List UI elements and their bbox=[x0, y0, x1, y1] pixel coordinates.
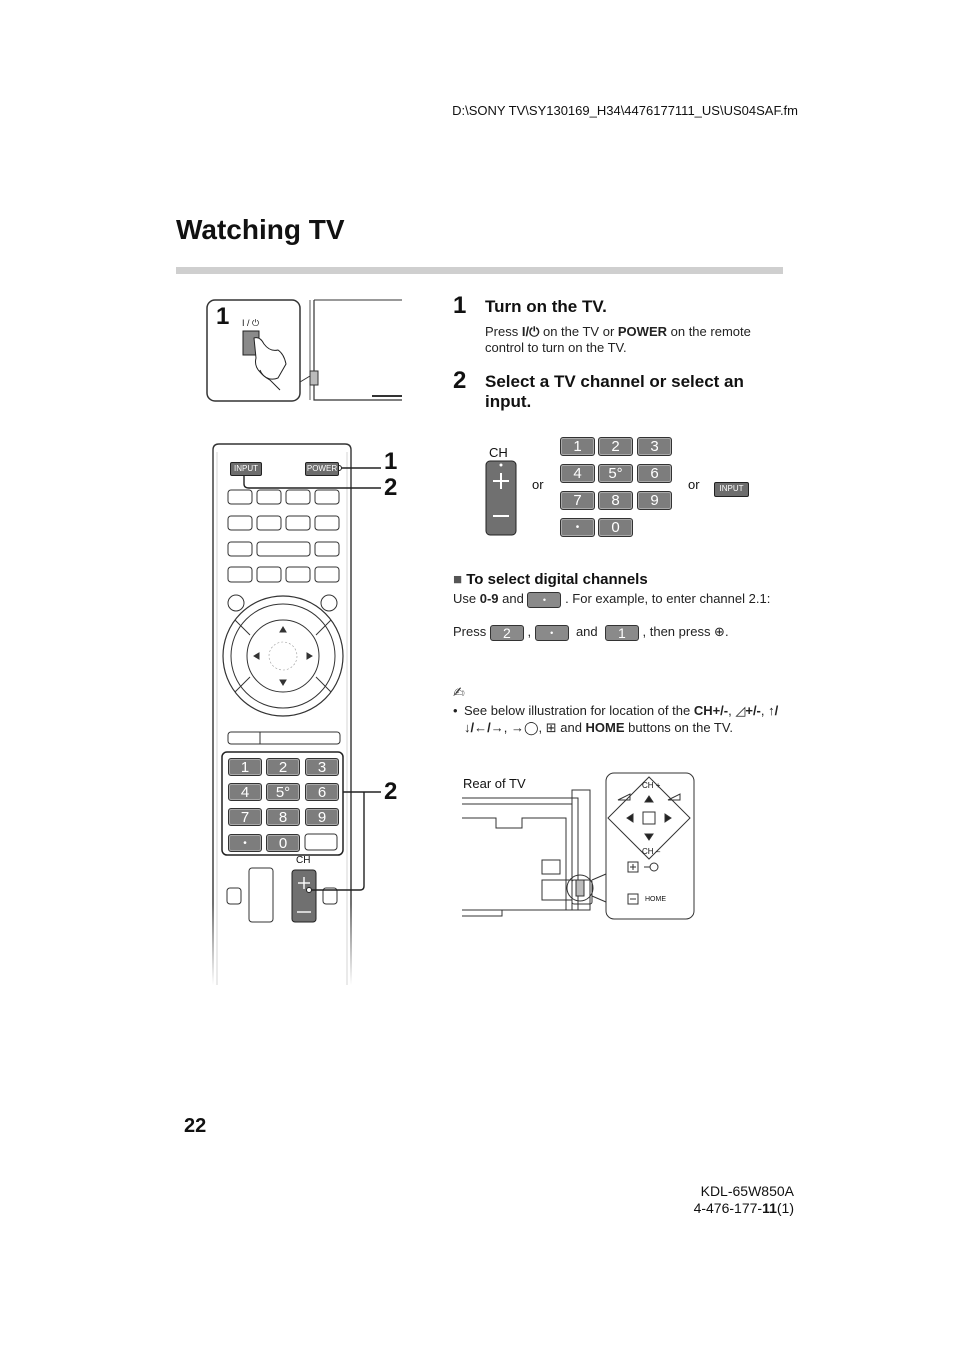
remote-input-button: INPUT bbox=[230, 462, 262, 476]
digital-comma: , bbox=[527, 624, 532, 639]
digital-range: 0-9 bbox=[479, 591, 499, 606]
remote-key-3: 3 bbox=[305, 758, 339, 776]
digital-key-1: 1 bbox=[604, 624, 639, 641]
step2-key-7: 7 bbox=[560, 491, 595, 510]
tv-callout-number: 1 bbox=[216, 303, 230, 330]
remote-power-button: POWER bbox=[305, 462, 339, 476]
digital-dot-key: • bbox=[527, 591, 562, 608]
step2-key-1: 1 bbox=[560, 437, 595, 456]
step2-key-0: 0 bbox=[598, 518, 633, 537]
or-label-2: or bbox=[688, 477, 700, 492]
step2-key-4: 4 bbox=[560, 464, 595, 483]
note-icon: ✍ bbox=[453, 684, 465, 700]
tv-power-drawing bbox=[206, 299, 402, 402]
page-title: Watching TV bbox=[176, 214, 345, 245]
step-2-number: 2 bbox=[453, 367, 467, 394]
part-number-bold: 11 bbox=[762, 1200, 777, 1216]
remote-key-0: 0 bbox=[266, 834, 300, 852]
part-number: 4-476-177-11(1) bbox=[640, 1200, 794, 1217]
step2-key-2: 2 bbox=[598, 437, 633, 456]
remote-key-1: 1 bbox=[228, 758, 262, 776]
model-number: KDL-65W850A bbox=[700, 1183, 794, 1199]
rear-home: HOME bbox=[645, 896, 666, 903]
ch-label: CH bbox=[489, 445, 508, 460]
remote-callout-2b: 2 bbox=[384, 778, 398, 805]
remote-key-7: 7 bbox=[228, 808, 262, 826]
digital-heading-marker: ■ bbox=[453, 571, 463, 588]
step-2-title: Select a TV channel or select an input. bbox=[485, 372, 744, 411]
rear-ch-minus: CH – bbox=[642, 847, 661, 856]
note-text-a: See below illustration for location of t… bbox=[464, 703, 694, 718]
step2-input-button: INPUT bbox=[714, 482, 749, 497]
note-bold-ch: CH+/- bbox=[693, 703, 729, 718]
tv-power-symbol: I / ⏻ bbox=[242, 318, 260, 328]
step2-key-9: 9 bbox=[637, 491, 672, 510]
remote-callout-2a: 2 bbox=[384, 474, 398, 501]
rear-illustration: CH + CH – HOME bbox=[462, 770, 698, 922]
digital-example: . For example, to enter channel 2.1: bbox=[565, 591, 771, 606]
digital-press: Press bbox=[453, 624, 490, 639]
note-text-e: buttons on the TV. bbox=[624, 720, 733, 735]
rear-drawing bbox=[462, 772, 695, 920]
part-number-prefix: 4-476-177- bbox=[693, 1200, 763, 1216]
step-1-text: Press I/⏻ on the TV or POWER on the remo… bbox=[485, 324, 785, 356]
step2-key-dot: • bbox=[560, 518, 595, 537]
remote-key-dot: • bbox=[228, 834, 262, 852]
digital-then: , then press ⊕. bbox=[642, 624, 729, 639]
remote-key-6: 6 bbox=[305, 783, 339, 801]
digital-heading-text: To select digital channels bbox=[466, 571, 648, 588]
page-number: 22 bbox=[184, 1115, 207, 1137]
digital-heading: ■ To select digital channels bbox=[453, 571, 648, 588]
step2-key-6: 6 bbox=[637, 464, 672, 483]
tv-power-illustration: 1 I / ⏻ bbox=[206, 298, 406, 406]
digital-and: and bbox=[498, 591, 528, 606]
note-bold-home: HOME bbox=[585, 720, 625, 735]
step-1-number: 1 bbox=[453, 292, 467, 319]
step-1-power-symbol: I/⏻ bbox=[521, 324, 540, 339]
ch-rocker bbox=[485, 460, 517, 536]
step2-key-8: 8 bbox=[598, 491, 633, 510]
remote-illustration: INPUT POWER 1 2 2 CH 1 2 3 4 5° 6 7 8 9 … bbox=[205, 440, 415, 990]
or-label-1: or bbox=[532, 477, 544, 492]
step-1-text-b: on the TV or bbox=[539, 324, 618, 339]
remote-ch-label: CH bbox=[296, 855, 311, 866]
digital-use: Use bbox=[453, 591, 480, 606]
note-text-b: , bbox=[728, 703, 736, 718]
title-rule bbox=[176, 267, 783, 274]
step2-key-3: 3 bbox=[637, 437, 672, 456]
ch-rocker-drawing bbox=[485, 460, 517, 536]
digital-line-1: Use 0-9 and • . For example, to enter ch… bbox=[453, 591, 783, 608]
step-1-power-word: POWER bbox=[617, 324, 668, 339]
note-text-d: , →◯, ⊞ and bbox=[503, 720, 586, 735]
note-bold-arrows: ↑/↓/←/→ bbox=[464, 703, 779, 735]
file-path: D:\SONY TV\SY130169_H34\4476177111_US\US… bbox=[452, 103, 798, 118]
note-bullet: • bbox=[453, 703, 458, 718]
step-1-title: Turn on the TV. bbox=[485, 297, 607, 316]
digital-and-2: and bbox=[575, 624, 598, 639]
note-text: • See below illustration for location of… bbox=[453, 702, 783, 736]
remote-key-9: 9 bbox=[305, 808, 339, 826]
step2-key-5: 5° bbox=[598, 464, 633, 483]
digital-line-2: Press 2 , • and 1 , then press ⊕. bbox=[453, 624, 783, 641]
note-text-c: , bbox=[760, 703, 769, 718]
remote-drawing bbox=[212, 443, 381, 985]
remote-callout-1: 1 bbox=[384, 448, 398, 475]
remote-key-8: 8 bbox=[266, 808, 300, 826]
rear-ch-plus: CH + bbox=[642, 781, 661, 790]
remote-key-2: 2 bbox=[266, 758, 300, 776]
digital-key-2: 2 bbox=[489, 624, 524, 641]
rear-label: Rear of TV bbox=[463, 776, 526, 791]
part-number-suffix: (1) bbox=[776, 1200, 794, 1216]
digital-key-dot: • bbox=[534, 624, 569, 641]
model-info: KDL-65W850A 4-476-177-11(1) bbox=[640, 1183, 794, 1217]
remote-key-4: 4 bbox=[228, 783, 262, 801]
step-1-text-a: Press bbox=[485, 324, 522, 339]
note-bold-volume: ◿+/- bbox=[735, 703, 761, 718]
remote-key-5: 5° bbox=[266, 783, 300, 801]
step-1-text-c: on the remote control to turn on the TV. bbox=[485, 324, 751, 355]
